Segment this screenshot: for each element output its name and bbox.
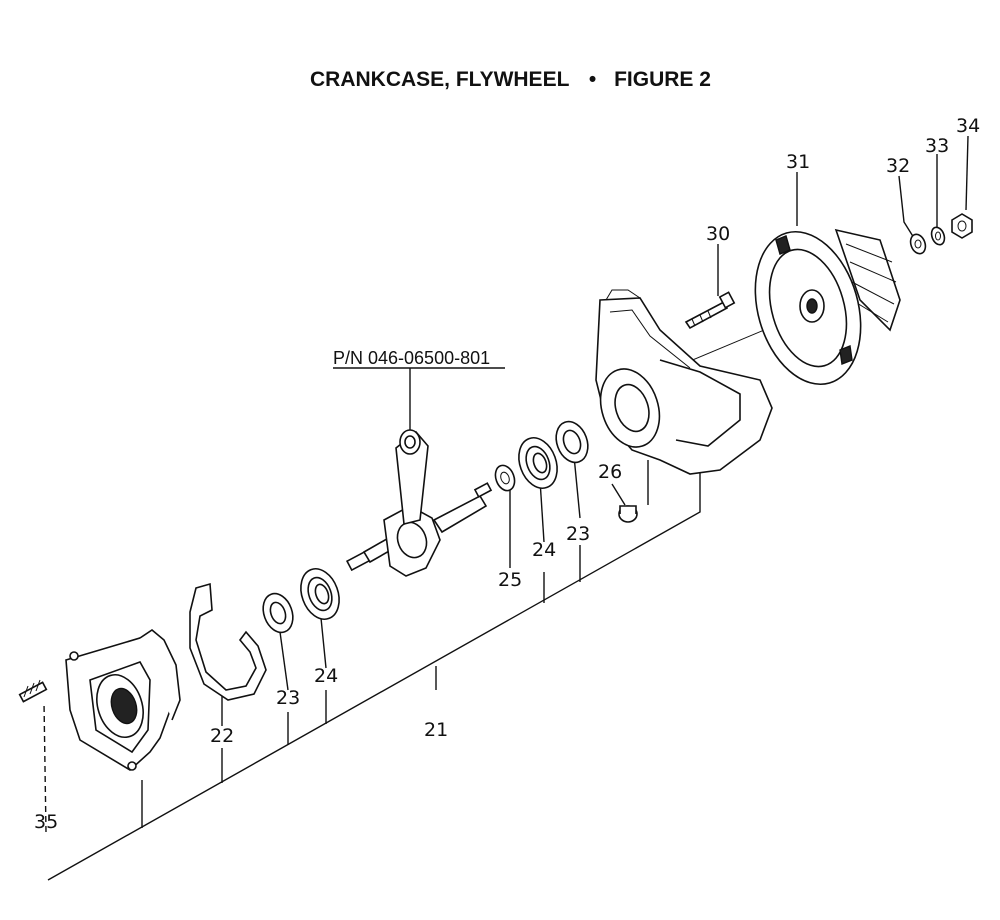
flywheel-nut-part <box>951 213 973 239</box>
lock-washer-part <box>930 226 946 246</box>
part-number-label: P/N 046-06500-801 <box>333 348 490 368</box>
ball-bearing-right-part <box>518 437 558 489</box>
callout-23-left: 23 <box>276 687 300 709</box>
callout-22: 22 <box>210 725 234 747</box>
part-leader-lines <box>43 135 969 833</box>
figure-title: CRANKCASE, FLYWHEEL • FIGURE 2 <box>310 68 711 91</box>
thrust-washer-part <box>494 464 516 492</box>
callout-32: 32 <box>886 155 910 177</box>
stud-bolt-part <box>18 679 48 703</box>
callout-25: 25 <box>498 569 522 591</box>
callout-34: 34 <box>956 115 980 137</box>
callout-numbers: 21 22 23 23 24 24 25 26 30 31 32 33 34 3… <box>34 115 980 833</box>
figure-title-bullet: • <box>589 68 596 91</box>
callout-21: 21 <box>424 719 448 741</box>
crankcase-left-half-part <box>65 629 181 771</box>
callout-35: 35 <box>34 811 58 833</box>
ball-bearing-left-part <box>300 568 340 620</box>
callout-24-left: 24 <box>314 665 338 687</box>
callout-26: 26 <box>598 461 622 483</box>
plug-part <box>618 505 638 523</box>
oil-seal-left-part <box>262 592 294 634</box>
flywheel-part <box>754 228 901 386</box>
callout-33: 33 <box>925 135 949 157</box>
figure-number: FIGURE 2 <box>614 68 711 91</box>
gasket-part <box>189 582 267 701</box>
figure-title-text: CRANKCASE, FLYWHEEL <box>310 68 570 91</box>
crankshaft-assembly-part <box>345 429 493 577</box>
bolt-part <box>684 291 736 330</box>
callout-30: 30 <box>706 223 730 245</box>
oil-seal-right-part <box>555 420 589 464</box>
callout-23-right: 23 <box>566 523 590 545</box>
flywheel-washer-part <box>909 233 927 255</box>
callout-31: 31 <box>786 151 810 173</box>
callout-24-right: 24 <box>532 539 556 561</box>
crankcase-right-half-part <box>595 289 773 475</box>
